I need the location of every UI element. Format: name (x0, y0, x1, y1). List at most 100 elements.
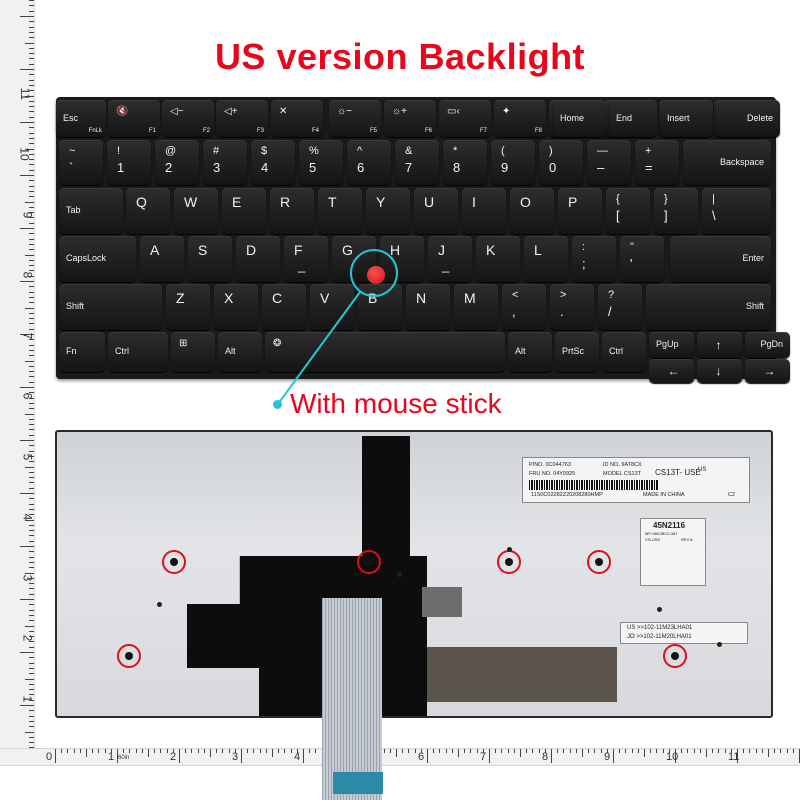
key-brightness-down[interactable]: ☼−F5 (329, 100, 381, 137)
key-2[interactable]: @2 (155, 140, 199, 185)
key-ctrl[interactable]: Ctrl (602, 332, 646, 372)
key-w[interactable]: W (174, 188, 218, 234)
key-d[interactable]: D (236, 236, 280, 282)
key-volume-up[interactable]: ◁+F3 (216, 100, 268, 137)
key-o[interactable]: O (510, 188, 554, 234)
key-prtsc[interactable]: PrtSc (555, 332, 599, 372)
key-key[interactable]: >. (550, 284, 594, 330)
key[interactable]: → (745, 359, 790, 383)
key-z[interactable]: Z (166, 284, 210, 330)
key-shift[interactable]: Shift (646, 284, 771, 330)
key-volume-down[interactable]: ◁−F2 (162, 100, 214, 137)
key-u[interactable]: U (414, 188, 458, 234)
key-mic-mute[interactable]: ✕F4 (271, 100, 323, 137)
key-legend: C (272, 290, 283, 306)
key-f[interactable]: F_ (284, 236, 328, 282)
key-legend: S (198, 242, 208, 258)
key-c[interactable]: C (262, 284, 306, 330)
language-text: US (698, 467, 707, 473)
key-v[interactable]: V (310, 284, 354, 330)
key-l[interactable]: L (524, 236, 568, 282)
key-delete[interactable]: Delete (716, 100, 780, 137)
key-home[interactable]: Home (553, 100, 606, 137)
ruler-tick (29, 106, 34, 108)
key[interactable]: ← (649, 359, 694, 383)
key-key[interactable]: ?/ (598, 284, 642, 330)
ruler-tick (526, 749, 528, 753)
key-ctrl[interactable]: Ctrl (108, 332, 168, 372)
key-j[interactable]: J_ (428, 236, 472, 282)
key[interactable]: ↑ (697, 332, 742, 358)
key-windows[interactable]: ⊞ (171, 332, 215, 372)
key-alt[interactable]: Alt (218, 332, 262, 372)
key-display-switch[interactable]: ▭‹F7 (439, 100, 491, 137)
key-y[interactable]: Y (366, 188, 410, 234)
key-backspace[interactable]: Backspace (683, 140, 771, 185)
key-enter[interactable]: Enter (670, 236, 771, 282)
key[interactable]: ↓ (697, 359, 742, 383)
key-capslock[interactable]: CapsLock (59, 236, 136, 282)
ruler-tick (29, 190, 34, 192)
key-tab[interactable]: Tab (59, 188, 123, 234)
ruler-tick (29, 577, 34, 579)
key-pgup[interactable]: PgUp (649, 332, 694, 358)
key-backlight[interactable]: ❂ (265, 332, 505, 372)
key-mute[interactable]: 🔇F1 (108, 100, 160, 137)
key-pgdn[interactable]: PgDn (745, 332, 790, 358)
key-k[interactable]: K (476, 236, 520, 282)
ruler-tick (154, 749, 156, 753)
ruler-tick (29, 593, 34, 595)
key-key[interactable]: {[ (606, 188, 650, 234)
key-0[interactable]: )0 (539, 140, 583, 185)
key-wireless[interactable]: ✦F8 (494, 100, 546, 137)
key-1[interactable]: !1 (107, 140, 151, 185)
ruler-tick (792, 749, 794, 753)
key-m[interactable]: M (454, 284, 498, 330)
key-a[interactable]: A (140, 236, 184, 282)
mounting-hole (397, 572, 402, 577)
key-8[interactable]: *8 (443, 140, 487, 185)
ruler-tick (414, 749, 416, 753)
key-key[interactable]: += (635, 140, 679, 185)
key-9[interactable]: (9 (491, 140, 535, 185)
ruler-tick (29, 344, 34, 346)
key-key[interactable]: |\ (702, 188, 771, 234)
key-t[interactable]: T (318, 188, 362, 234)
key-4[interactable]: $4 (251, 140, 295, 185)
ruler-tick (303, 749, 304, 763)
key-7[interactable]: &7 (395, 140, 439, 185)
key-e[interactable]: E (222, 188, 266, 234)
key-key[interactable]: }] (654, 188, 698, 234)
key-shift[interactable]: Shift (59, 284, 162, 330)
key-key[interactable]: —– (587, 140, 631, 185)
key-alt[interactable]: Alt (508, 332, 552, 372)
key-3[interactable]: #3 (203, 140, 247, 185)
key-x[interactable]: X (214, 284, 258, 330)
ruler-tick (724, 749, 726, 753)
key-5[interactable]: %5 (299, 140, 343, 185)
key-end[interactable]: End (609, 100, 657, 137)
brightness-down-icon: ☼− (337, 106, 353, 117)
key-backtick[interactable]: ~` (59, 140, 103, 185)
key-key[interactable]: "' (620, 236, 664, 282)
screw-marker (663, 644, 687, 668)
key-brightness-up[interactable]: ☼+F6 (384, 100, 436, 137)
ruler-tick (780, 749, 782, 753)
key-legend: 1 (117, 160, 125, 175)
key-s[interactable]: S (188, 236, 232, 282)
key-fn[interactable]: Fn (59, 332, 105, 372)
key-p[interactable]: P (558, 188, 602, 234)
key-6[interactable]: ^6 (347, 140, 391, 185)
key-key[interactable]: <, (502, 284, 546, 330)
key-insert[interactable]: Insert (660, 100, 713, 137)
key-i[interactable]: I (462, 188, 506, 234)
key-r[interactable]: R (270, 188, 314, 234)
key-q[interactable]: Q (126, 188, 170, 234)
serial-text: 11S0C02282Z20208280HMP (531, 492, 603, 498)
key-key[interactable]: :; (572, 236, 616, 282)
key-legend: R (280, 194, 291, 210)
keyboard-back-plate: P/NO. 0C044763 FRU NO. 04Y0925 ID NO. 9A… (55, 430, 773, 718)
key-n[interactable]: N (406, 284, 450, 330)
